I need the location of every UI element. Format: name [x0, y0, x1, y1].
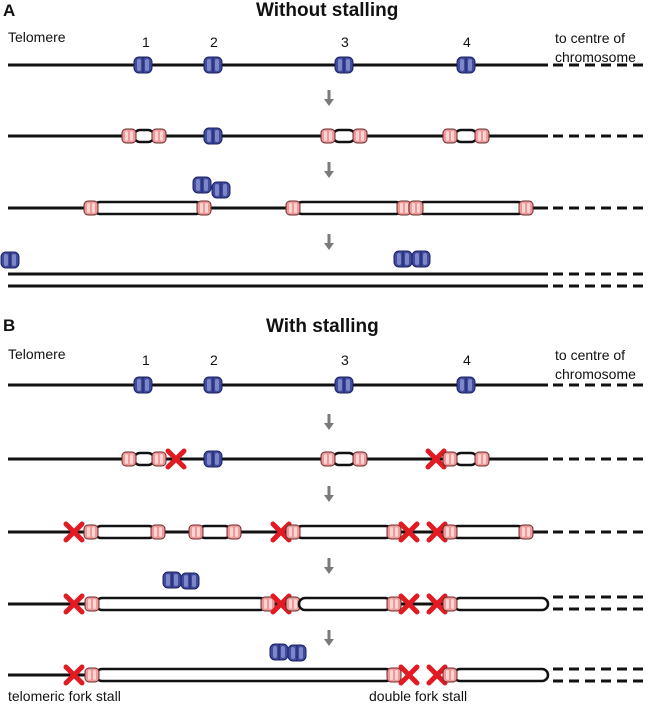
- down-arrow: [322, 412, 336, 432]
- down-arrow: [322, 628, 336, 648]
- fork: [474, 128, 490, 144]
- panel-a-centre-label-line1: to centre of: [555, 30, 626, 46]
- fork: [151, 128, 167, 144]
- fork: [121, 128, 137, 144]
- mcm-origin-2: [203, 450, 223, 468]
- panel-b-centre-label-line1: to centre of: [555, 347, 626, 363]
- released-mcm: [411, 250, 431, 268]
- fork: [386, 524, 402, 540]
- mcm-origin-2: [203, 127, 223, 145]
- panel-b-telomere-label: Telomere: [8, 346, 66, 362]
- mcm-origin-3: [334, 56, 354, 74]
- fork: [320, 128, 336, 144]
- panel-b-origin-1-number: 1: [142, 352, 150, 368]
- released-mcm: [192, 176, 212, 194]
- fork: [442, 128, 458, 144]
- mcm-origin-4: [456, 376, 476, 394]
- down-arrow: [322, 484, 336, 504]
- fork: [188, 524, 204, 540]
- panel-b-centre-label-line2: chromosome: [555, 366, 636, 382]
- panel-a-telomere-label: Telomere: [8, 29, 66, 45]
- panel-a-row-3: [8, 176, 646, 216]
- fork: [442, 451, 458, 467]
- fork: [84, 667, 100, 683]
- fork: [285, 524, 301, 540]
- panel-a-title: Without stalling: [256, 0, 399, 21]
- stall-x: [401, 667, 417, 683]
- fork: [285, 200, 301, 216]
- fork: [442, 524, 458, 540]
- telomeric-fork-stall-label: telomeric fork stall: [8, 688, 121, 704]
- fork: [442, 596, 458, 612]
- fork: [150, 524, 166, 540]
- panel-a-centre-label-line2: chromosome: [555, 49, 636, 65]
- panel-a-row-1: [8, 56, 646, 74]
- fork: [83, 524, 99, 540]
- mcm-origin-1: [133, 376, 153, 394]
- fork: [408, 200, 424, 216]
- fork: [352, 128, 368, 144]
- double-fork-stall-label: double fork stall: [369, 688, 468, 704]
- down-arrow: [322, 232, 336, 252]
- down-arrow: [322, 160, 336, 180]
- panel-a-origin-4-number: 4: [463, 34, 471, 50]
- fork: [151, 451, 167, 467]
- fork: [352, 451, 368, 467]
- panel-b-row-2: [8, 451, 646, 467]
- panel-b-origin-4-number: 4: [463, 352, 471, 368]
- released-mcm: [180, 572, 200, 590]
- fork: [226, 524, 242, 540]
- panel-a-origin-1-number: 1: [142, 34, 150, 50]
- panel-b-row-4: [8, 571, 646, 612]
- panel-b-origin-2-number: 2: [210, 352, 218, 368]
- panel-a-row-2: [8, 127, 646, 145]
- panel-a-origin-2-number: 2: [210, 34, 218, 50]
- fork: [121, 451, 137, 467]
- mcm-origin-3: [334, 376, 354, 394]
- panel-a-origin-3-number: 3: [341, 34, 349, 50]
- released-mcm: [162, 571, 182, 589]
- fork: [196, 200, 212, 216]
- panel-a-centre-label: to centre of chromosome: [555, 29, 636, 67]
- panel-a-letter: A: [3, 1, 16, 20]
- mcm-origin-2: [203, 56, 223, 74]
- down-arrow: [322, 556, 336, 576]
- panel-b-centre-label: to centre of chromosome: [555, 346, 636, 384]
- released-mcm: [0, 251, 20, 269]
- released-mcm: [287, 644, 307, 662]
- panel-b-letter: B: [3, 316, 16, 335]
- fork: [320, 451, 336, 467]
- down-arrow: [322, 88, 336, 108]
- mcm-origin-1: [133, 56, 153, 74]
- released-mcm: [393, 250, 413, 268]
- fork: [83, 200, 99, 216]
- panel-a-row-4: [0, 250, 646, 288]
- panel-b-row-5: [8, 643, 646, 683]
- released-mcm: [211, 181, 231, 199]
- mcm-origin-2: [203, 376, 223, 394]
- panel-b-title: With stalling: [266, 316, 379, 337]
- fork: [84, 596, 100, 612]
- fork: [474, 451, 490, 467]
- panel-b-origin-3-number: 3: [341, 352, 349, 368]
- fork: [518, 200, 534, 216]
- fork: [386, 596, 402, 612]
- panel-b-row-3: [8, 524, 646, 540]
- fork: [442, 667, 458, 683]
- released-mcm: [269, 643, 289, 661]
- panel-b-row-1: [8, 376, 646, 394]
- fork: [518, 524, 534, 540]
- fork: [386, 667, 402, 683]
- mcm-origin-4: [456, 56, 476, 74]
